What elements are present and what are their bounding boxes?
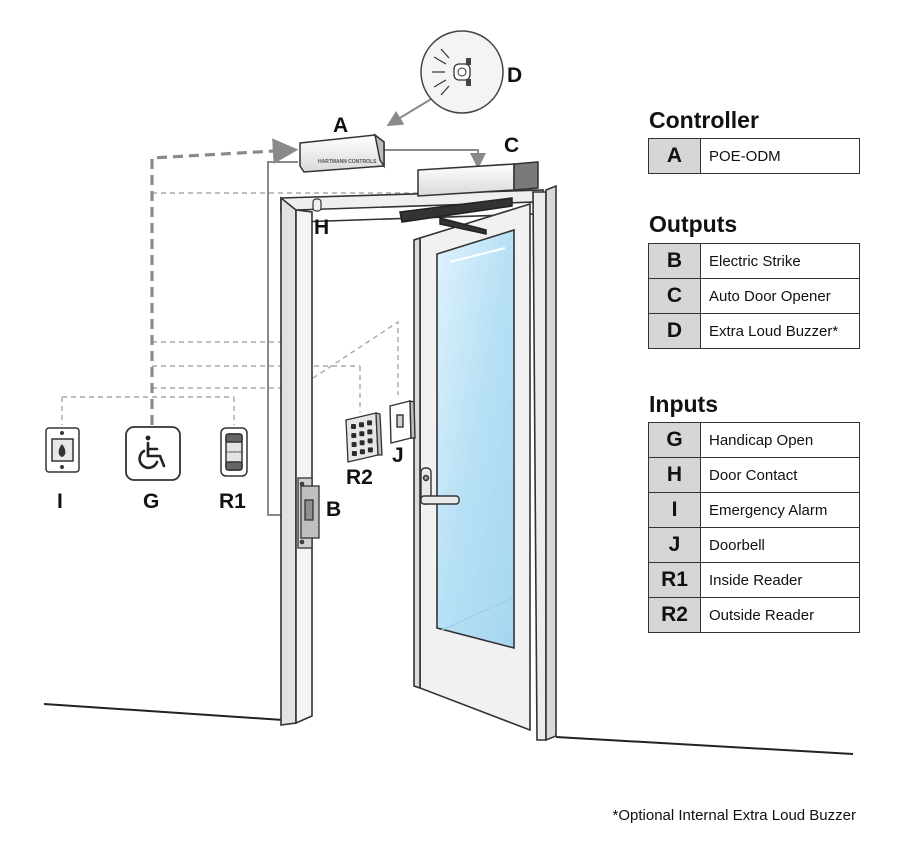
label-I: I — [57, 490, 63, 513]
legend-code: J — [648, 527, 701, 563]
table-row: C Auto Door Opener — [648, 278, 860, 314]
keypad-key — [351, 442, 357, 447]
controller-brand-text: HARTMANN CONTROLS — [318, 159, 377, 165]
wiring-dashed-thin — [61, 192, 420, 425]
outputs-table: B Electric Strike C Auto Door Opener D E… — [648, 243, 860, 349]
wiring-dashed-main — [150, 138, 299, 425]
keypad-key — [351, 424, 356, 429]
keypad-key — [359, 449, 365, 455]
label-C: C — [504, 134, 519, 157]
keypad-key — [367, 438, 373, 444]
legend-desc: Handicap Open — [700, 422, 860, 458]
legend-code: C — [648, 278, 701, 314]
legend-desc: Inside Reader — [700, 562, 860, 598]
legend-desc: Extra Loud Buzzer* — [700, 313, 860, 349]
buzzer-device — [420, 30, 504, 114]
legend-code: H — [648, 457, 701, 493]
legend-desc: Electric Strike — [700, 243, 860, 279]
door-glass — [436, 228, 515, 650]
reader-brand-text: HARTMANN — [226, 450, 243, 454]
door-handle — [420, 467, 460, 505]
table-row: D Extra Loud Buzzer* — [648, 313, 860, 349]
label-A: A — [333, 114, 348, 137]
keypad-key — [359, 422, 364, 428]
legend-desc: Door Contact — [700, 457, 860, 493]
legend-code: D — [648, 313, 701, 349]
door-leaf — [413, 202, 531, 732]
label-B: B — [326, 498, 341, 521]
handicap-open-device — [125, 426, 181, 481]
keypad-key — [367, 429, 373, 435]
legend-desc: Doorbell — [700, 527, 860, 563]
legend-desc: POE-ODM — [700, 138, 860, 174]
table-row: R1 Inside Reader — [648, 562, 860, 598]
legend-code: G — [648, 422, 701, 458]
label-J: J — [392, 444, 404, 467]
electric-strike-device — [297, 477, 320, 549]
table-row: I Emergency Alarm — [648, 492, 860, 528]
legend-desc: Auto Door Opener — [700, 278, 860, 314]
outside-reader-keypad-device — [345, 412, 383, 463]
door-closer-arm — [399, 197, 513, 235]
legend-desc: Emergency Alarm — [700, 492, 860, 528]
label-H: H — [314, 216, 329, 239]
controller-section-title: Controller — [649, 107, 759, 133]
keypad-key — [359, 431, 365, 437]
legend-code: I — [648, 492, 701, 528]
auto-door-opener-device — [417, 161, 539, 197]
doorbell-device — [389, 400, 416, 444]
door-contact-device — [312, 198, 322, 212]
table-row: G Handicap Open — [648, 422, 860, 458]
emergency-alarm-device — [45, 427, 80, 473]
label-R1: R1 — [219, 490, 246, 513]
controller-table: A POE-ODM — [648, 138, 860, 174]
floor-lines — [43, 703, 854, 755]
table-row: J Doorbell — [648, 527, 860, 563]
outputs-section-title: Outputs — [649, 211, 738, 237]
legend-code: A — [648, 138, 701, 174]
inputs-table: G Handicap Open H Door Contact I Emergen… — [648, 422, 860, 633]
inputs-section-title: Inputs — [649, 391, 718, 417]
keypad-key — [351, 451, 357, 456]
keypad-key — [367, 447, 373, 453]
legend-desc: Outside Reader — [700, 597, 860, 633]
keypad-key — [367, 420, 372, 426]
label-D: D — [507, 64, 522, 87]
table-row: R2 Outside Reader — [648, 597, 860, 633]
keypad-key — [351, 433, 357, 438]
legend-code: B — [648, 243, 701, 279]
footnote: *Optional Internal Extra Loud Buzzer — [612, 807, 856, 824]
keypad-key — [359, 440, 365, 446]
table-row: B Electric Strike — [648, 243, 860, 279]
table-row: A POE-ODM — [648, 138, 860, 174]
inside-reader-device: HARTMANN — [220, 427, 248, 477]
legend-code: R2 — [648, 597, 701, 633]
legend-code: R1 — [648, 562, 701, 598]
table-row: H Door Contact — [648, 457, 860, 493]
label-R2: R2 — [346, 466, 373, 489]
label-G: G — [143, 490, 159, 513]
controller-device: HARTMANN CONTROLS — [299, 133, 385, 173]
